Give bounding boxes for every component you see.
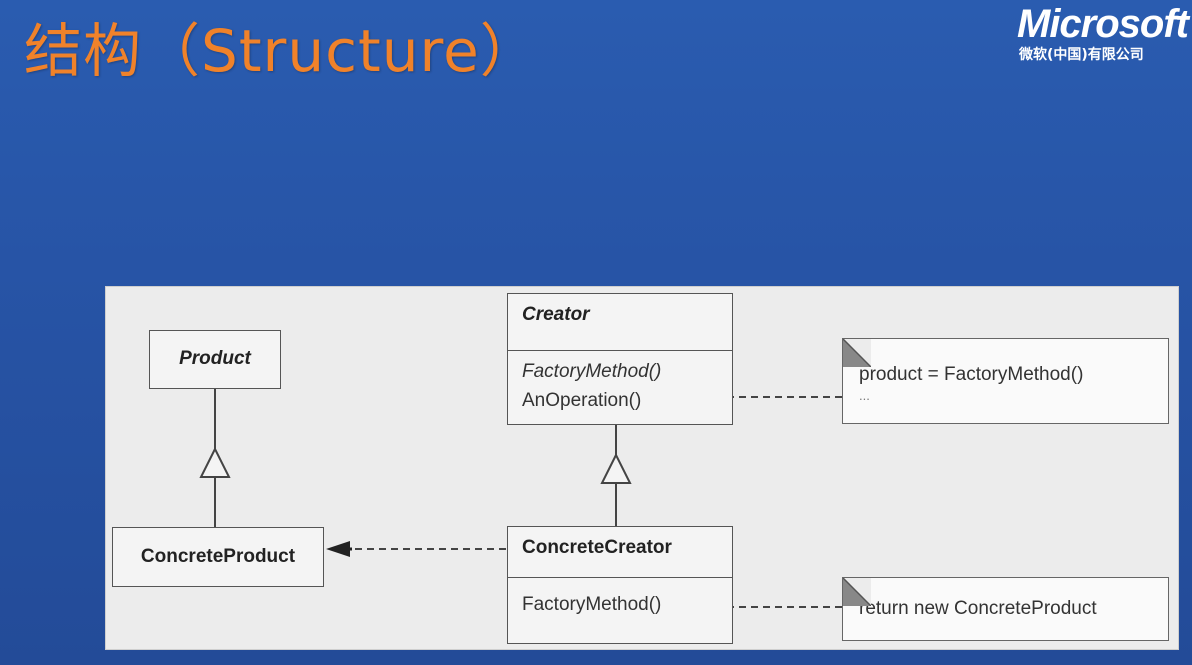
logo-brand: Microsoft <box>1017 2 1189 46</box>
note-concrete-creator-line-1: return new ConcreteProduct <box>859 598 1097 619</box>
product-inheritance-arrow <box>199 446 231 478</box>
note-concrete-creator: return new ConcreteProduct <box>842 577 1169 641</box>
note-creator: ... product = FactoryMethod() ... <box>842 338 1169 424</box>
creator-operations: FactoryMethod() AnOperation() <box>508 350 732 421</box>
creator-op-an-operation: AnOperation() <box>522 390 642 411</box>
logo-subtitle: 微软(中国)有限公司 <box>1019 47 1144 63</box>
concrete-product-class: ConcreteProduct <box>112 527 324 587</box>
concrete-product-class-name: ConcreteProduct <box>140 546 296 567</box>
slide-title: 结构（Structure） <box>24 17 539 85</box>
product-class: Product <box>149 330 281 389</box>
concrete-creator-class-name: ConcreteCreator <box>522 537 672 558</box>
note-creator-line-3: ... <box>859 388 870 403</box>
uml-diagram: Product ConcreteProduct Creator FactoryM… <box>105 286 1179 650</box>
concrete-creator-operations: FactoryMethod() <box>508 577 732 625</box>
creator-inheritance-arrow <box>600 452 632 484</box>
note-fold-icon <box>843 339 871 367</box>
concrete-creator-op-factory-method: FactoryMethod() <box>522 594 662 615</box>
note-creator-line-1: ... <box>859 345 1152 363</box>
note-fold-icon <box>843 578 871 606</box>
creator-class: Creator FactoryMethod() AnOperation() <box>507 293 733 425</box>
creator-op-factory-method: FactoryMethod() <box>522 361 662 382</box>
concrete-creator-class: ConcreteCreator FactoryMethod() <box>507 526 733 644</box>
product-class-name: Product <box>179 348 251 369</box>
note-creator-line-2: product = FactoryMethod() <box>859 364 1084 385</box>
creator-class-name: Creator <box>522 304 590 325</box>
